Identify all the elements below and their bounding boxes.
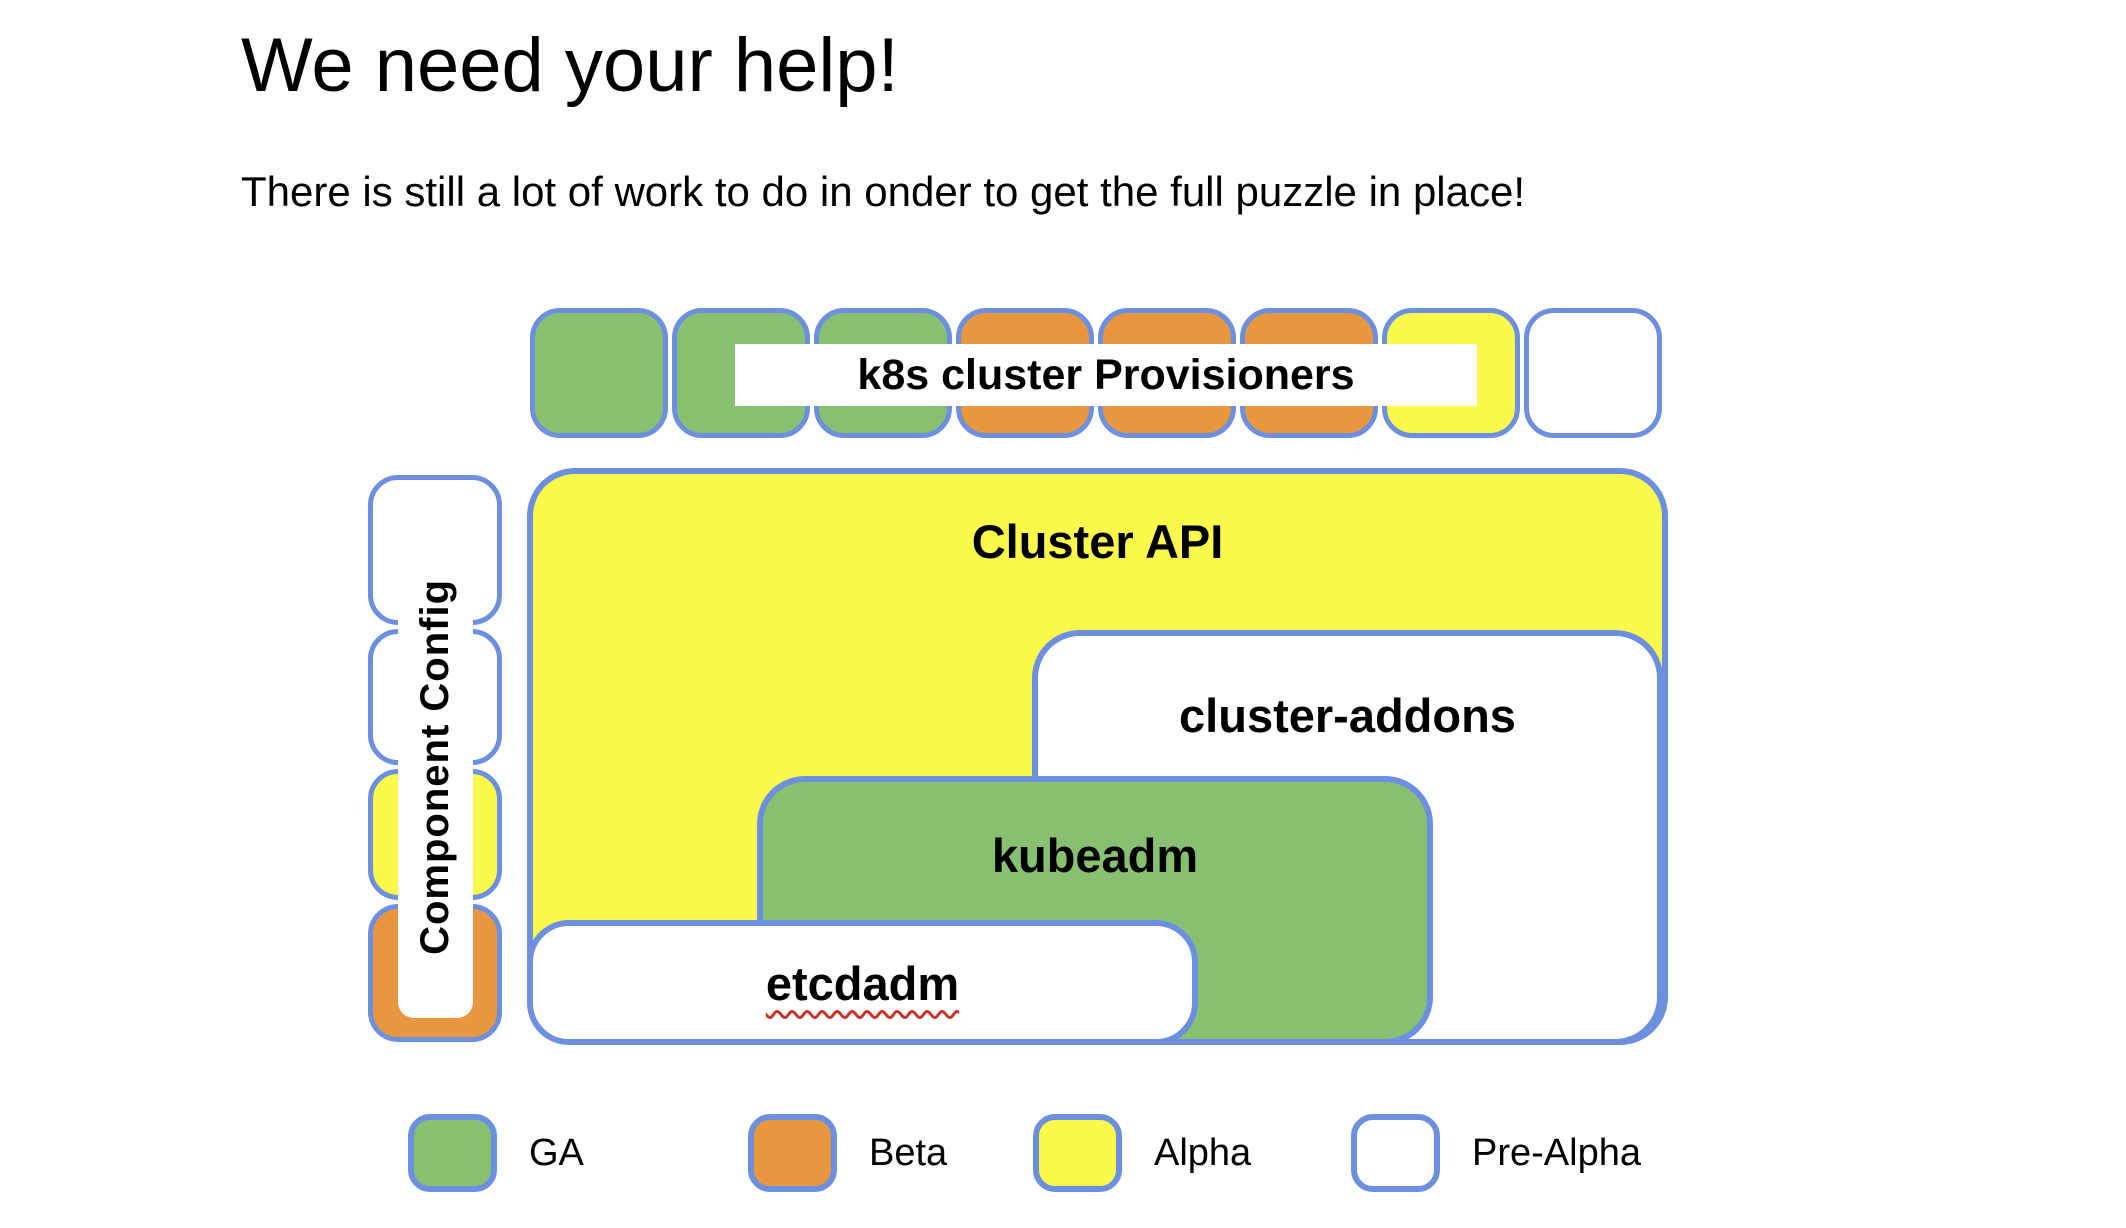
etcdadm-box: etcdadm (527, 920, 1198, 1045)
legend-swatch-ga (408, 1114, 497, 1192)
legend-item-alpha: Alpha (1033, 1113, 1251, 1193)
provisioner-square-8-pre-alpha (1524, 308, 1662, 438)
subtitle: There is still a lot of work to do in on… (241, 168, 1526, 215)
legend-item-pre-alpha: Pre-Alpha (1351, 1113, 1641, 1193)
component-config-label: Component Config (413, 578, 457, 955)
page-title: We need your help! (241, 23, 899, 108)
legend-swatch-alpha (1033, 1114, 1122, 1192)
provisioner-square-1-ga (530, 308, 668, 438)
legend: GA Beta Alpha Pre-Alpha (0, 1113, 2126, 1193)
legend-label-beta: Beta (869, 1131, 948, 1174)
component-config-label-box: Component Config (398, 515, 473, 1018)
legend-label-ga: GA (529, 1131, 584, 1174)
legend-swatch-beta (748, 1114, 837, 1192)
etcdadm-label: etcdadm (765, 957, 960, 1010)
component-config-column: Component Config (368, 475, 502, 1042)
kubeadm-label: kubeadm (991, 829, 1199, 882)
legend-item-beta: Beta (748, 1113, 947, 1193)
legend-item-ga: GA (408, 1113, 584, 1193)
provisioners-label: k8s cluster Provisioners (735, 344, 1477, 406)
legend-label-pre-alpha: Pre-Alpha (1472, 1131, 1641, 1174)
provisioner-row: k8s cluster Provisioners (530, 308, 1670, 438)
legend-label-alpha: Alpha (1154, 1131, 1252, 1174)
legend-swatch-pre-alpha (1351, 1114, 1440, 1192)
cluster-addons-label: cluster-addons (1179, 689, 1516, 742)
cluster-api-label: Cluster API (971, 515, 1224, 568)
